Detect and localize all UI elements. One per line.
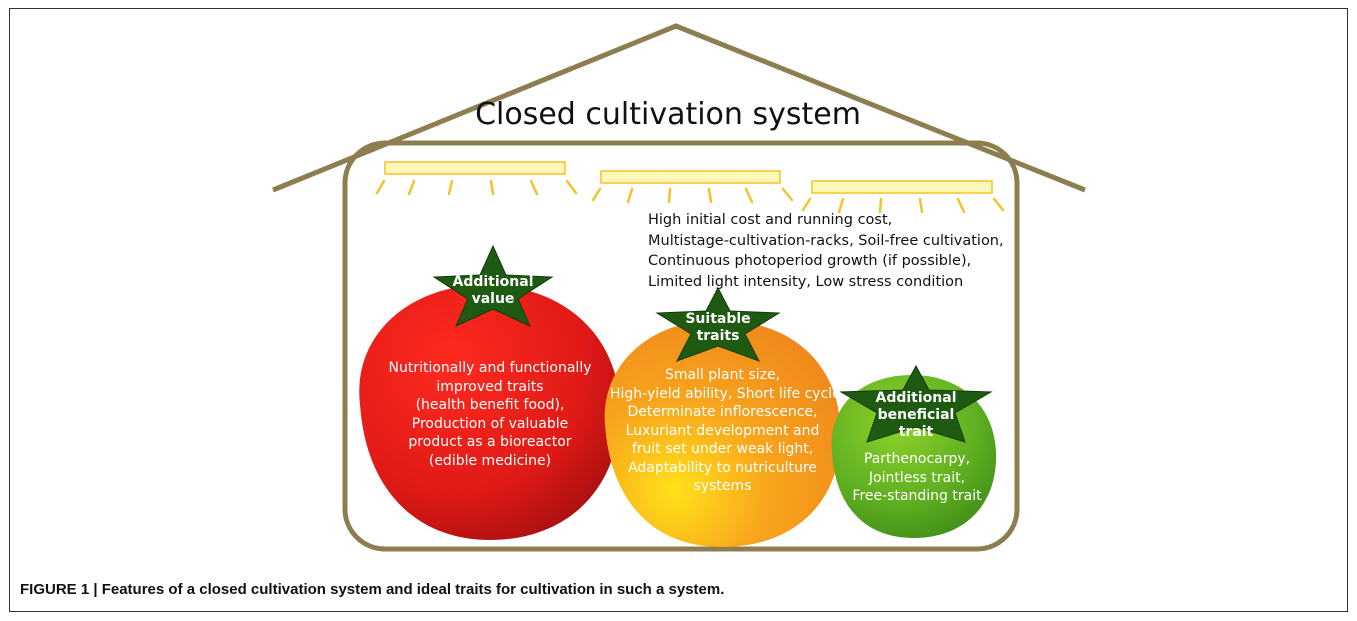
orange-fruit (604, 320, 841, 547)
additional-value-text: Nutritionally and functionally improved … (388, 360, 592, 469)
star-badge (839, 364, 993, 443)
system-conditions: High initial cost and running cost, Mult… (648, 210, 1068, 292)
light-panel (811, 180, 993, 194)
additional-beneficial-trait-text: Parthenocarpy, Jointless trait, Free-sta… (852, 451, 982, 504)
condition-line: Multistage-cultivation-racks, Soil-free … (648, 232, 1004, 249)
figure-frame (9, 8, 1348, 612)
star-label-additional-beneficial-trait: Additional beneficial trait (875, 390, 957, 440)
house-roof (272, 23, 1086, 193)
light-panel (600, 170, 781, 184)
light-panel (384, 161, 566, 175)
diagram-title: Closed cultivation system (475, 97, 861, 132)
grow-lights (384, 161, 993, 194)
suitable-traits-text: Small plant size, High-yield ability, Sh… (610, 367, 846, 494)
condition-line: Limited light intensity, Low stress cond… (648, 273, 964, 290)
light-rays (375, 179, 1005, 214)
star-label-suitable-traits: Suitable traits (685, 311, 751, 344)
figure-caption: FIGURE 1 | Features of a closed cultivat… (20, 581, 725, 598)
red-fruit (359, 285, 620, 540)
star-badge (432, 244, 554, 328)
condition-line: Continuous photoperiod growth (if possib… (648, 253, 972, 269)
star-label-additional-value: Additional value (452, 274, 534, 307)
condition-line: High initial cost and running cost, (648, 212, 893, 228)
house-walls (342, 140, 1020, 552)
star-badge (655, 286, 781, 362)
